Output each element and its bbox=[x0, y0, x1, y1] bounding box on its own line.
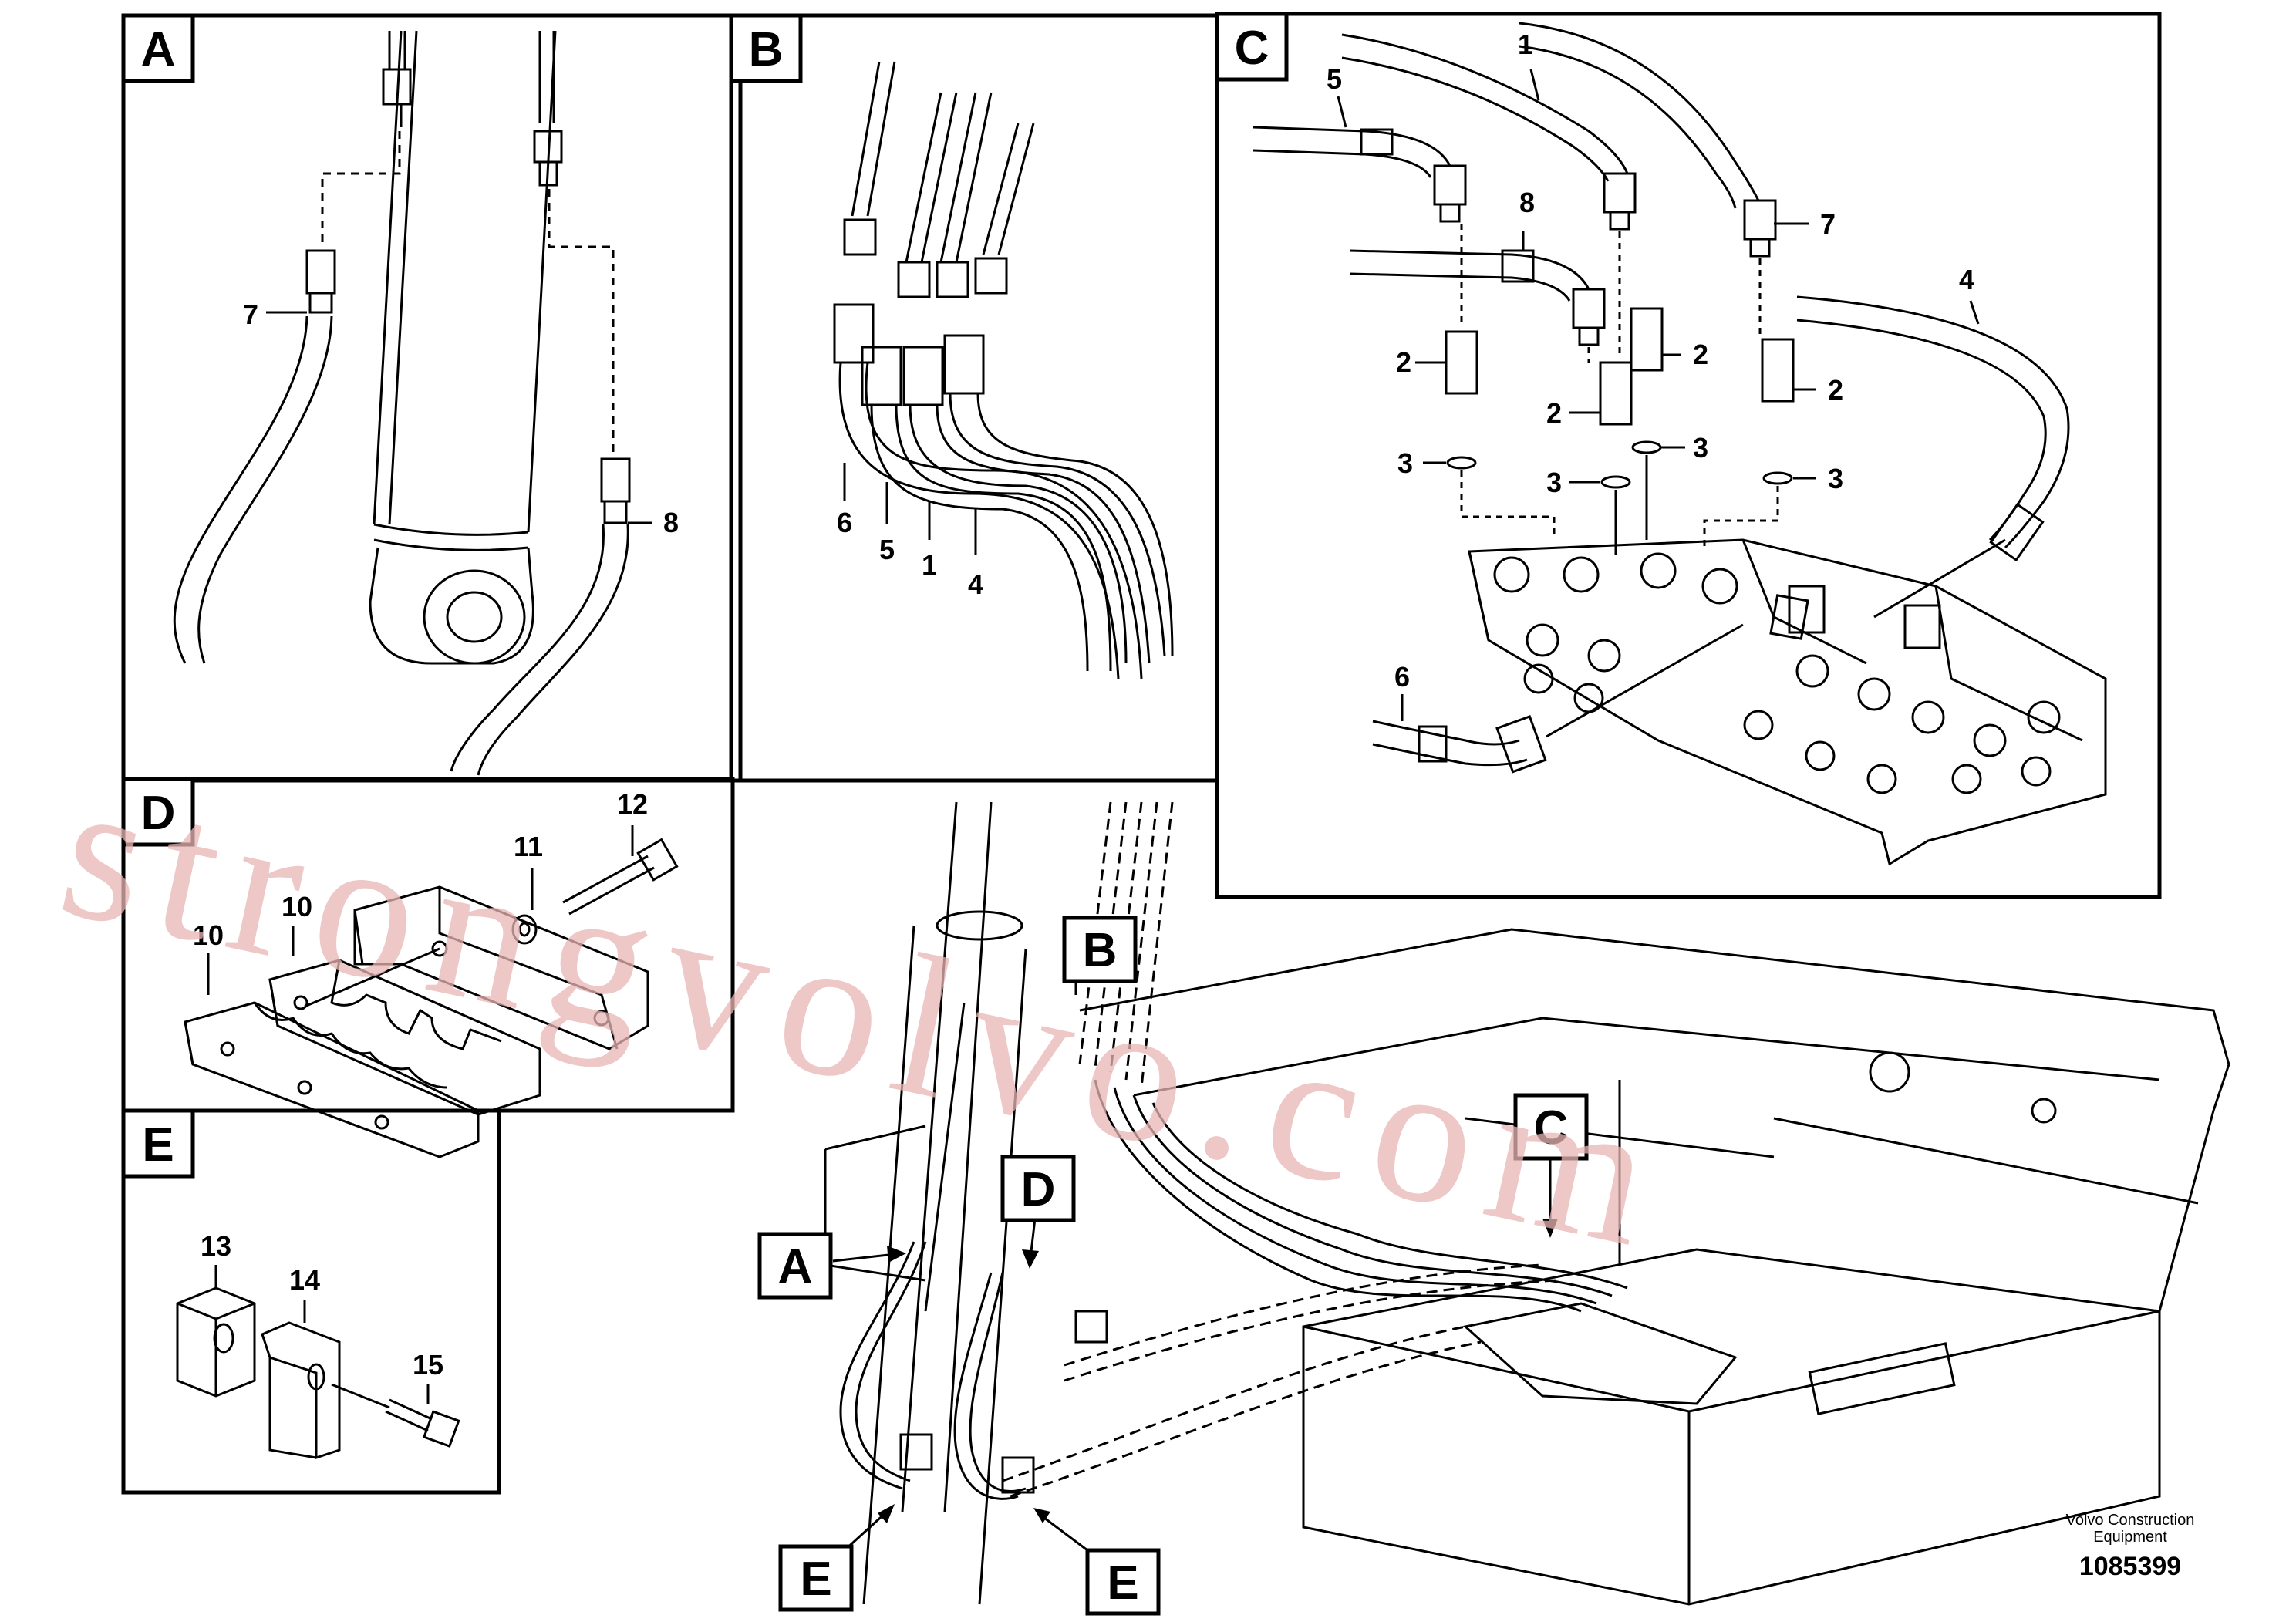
panel-c-part-3c: 3 bbox=[1693, 432, 1708, 464]
main-callout-b: B bbox=[1083, 924, 1118, 977]
main-callout-d: D bbox=[1021, 1163, 1056, 1216]
panel-c-part-1: 1 bbox=[1518, 29, 1533, 60]
panel-e-drawing bbox=[176, 1265, 460, 1460]
main-callout-e-right: E bbox=[1107, 1556, 1138, 1610]
panel-a-frame bbox=[121, 13, 743, 783]
main-callout-d-box bbox=[1000, 1155, 1076, 1222]
panel-e-part-15: 15 bbox=[413, 1349, 443, 1381]
main-callout-arrows bbox=[878, 1219, 1558, 1523]
panel-c-part-2d: 2 bbox=[1828, 374, 1843, 406]
main-callout-e2-box bbox=[1085, 1548, 1161, 1616]
publisher-credit: Volvo Construction Equipment 1085399 bbox=[2007, 1512, 2254, 1582]
panel-a-drawing bbox=[173, 30, 652, 776]
panel-c-part-8: 8 bbox=[1519, 187, 1535, 218]
panel-d-drawing bbox=[184, 825, 679, 1158]
panel-c-letter: C bbox=[1235, 22, 1269, 75]
publisher-name-line2: Equipment bbox=[2093, 1529, 2167, 1546]
panel-d-letter-box bbox=[121, 777, 195, 847]
panel-e-letter: E bbox=[142, 1118, 174, 1172]
panel-b-part-5: 5 bbox=[879, 534, 895, 565]
panel-c-letter-box bbox=[1215, 12, 1289, 82]
panel-d-part-12: 12 bbox=[617, 788, 648, 820]
main-assembly-drawing bbox=[824, 801, 2230, 1606]
panel-b-letter: B bbox=[749, 23, 784, 76]
main-callout-b-box bbox=[1062, 916, 1138, 983]
panel-b-frame bbox=[729, 13, 1219, 783]
panel-d-part-10-lower: 10 bbox=[193, 919, 224, 951]
main-callout-a-box bbox=[757, 1232, 833, 1300]
main-callouts: A B C D E E bbox=[757, 916, 1589, 1616]
panel-frames bbox=[121, 12, 2162, 1495]
panel-c-part-5: 5 bbox=[1327, 63, 1342, 95]
panel-a-letter: A bbox=[141, 23, 176, 76]
panel-c-part-3d: 3 bbox=[1828, 463, 1843, 494]
panel-c-part-2a: 2 bbox=[1396, 346, 1411, 378]
panel-b-part-1: 1 bbox=[922, 549, 937, 581]
panel-e-part-14: 14 bbox=[289, 1264, 320, 1296]
panel-a-part-8: 8 bbox=[663, 507, 679, 538]
panel-a-letter-box bbox=[121, 13, 195, 83]
panel-c-part-4: 4 bbox=[1959, 264, 1974, 295]
panel-e-frame bbox=[121, 1108, 501, 1495]
publisher-name-line1: Volvo Construction bbox=[2065, 1512, 2195, 1529]
panel-c-drawing bbox=[1253, 22, 2107, 866]
panel-c-part-2c: 2 bbox=[1546, 397, 1562, 429]
panel-b-drawing bbox=[833, 61, 1174, 679]
watermark: strongvolvo.com bbox=[45, 736, 1687, 1292]
panel-e-letter-box bbox=[121, 1108, 195, 1179]
panel-c-part-3a: 3 bbox=[1397, 447, 1413, 479]
main-callout-a: A bbox=[778, 1240, 813, 1293]
panel-d-part-11: 11 bbox=[514, 831, 543, 862]
panel-b-letter-box bbox=[729, 13, 803, 83]
panel-d-part-10-upper: 10 bbox=[282, 891, 312, 922]
panel-c-part-7: 7 bbox=[1820, 208, 1836, 240]
panel-b-part-6: 6 bbox=[837, 507, 852, 538]
panel-c-part-6: 6 bbox=[1394, 661, 1410, 693]
panel-c-part-2b: 2 bbox=[1693, 339, 1708, 370]
drawing-number: 1085399 bbox=[2079, 1552, 2182, 1581]
panel-e-part-13: 13 bbox=[201, 1230, 231, 1262]
panel-d-letter: D bbox=[141, 787, 176, 840]
panel-letter-boxes: A B C D E bbox=[121, 12, 1289, 1179]
main-callout-e1-box bbox=[778, 1544, 854, 1612]
panel-c-frame bbox=[1215, 12, 2162, 899]
main-callout-c-box bbox=[1513, 1093, 1589, 1161]
panel-a-part-7: 7 bbox=[243, 298, 258, 330]
panel-b-part-4: 4 bbox=[968, 568, 983, 600]
main-callout-c: C bbox=[1534, 1101, 1569, 1155]
main-callout-e-left: E bbox=[800, 1553, 831, 1606]
panel-c-part-3b: 3 bbox=[1546, 467, 1562, 498]
